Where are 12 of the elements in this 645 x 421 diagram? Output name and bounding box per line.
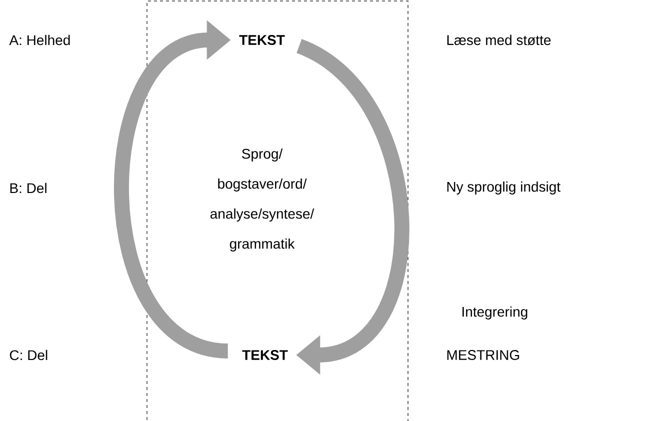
heading-text: TEKST	[242, 350, 288, 360]
side-label: Læse med støtte	[447, 34, 551, 46]
side-label: C: Del	[10, 350, 48, 360]
side-label: MESTRING	[447, 350, 520, 360]
heading-text: TEKST	[239, 35, 285, 45]
dashed-frame	[146, 0, 408, 421]
side-label: B: Del	[10, 182, 46, 194]
side-label: A: Helhed	[9, 34, 70, 46]
side-label: Ny sproglig indsigt	[447, 181, 560, 195]
center-text: Sprog/ bogstaver/ord/ analyse/syntese/ grammatik	[210, 148, 314, 252]
curved-arrow	[296, 39, 410, 375]
side-label: Integrering	[462, 306, 528, 320]
